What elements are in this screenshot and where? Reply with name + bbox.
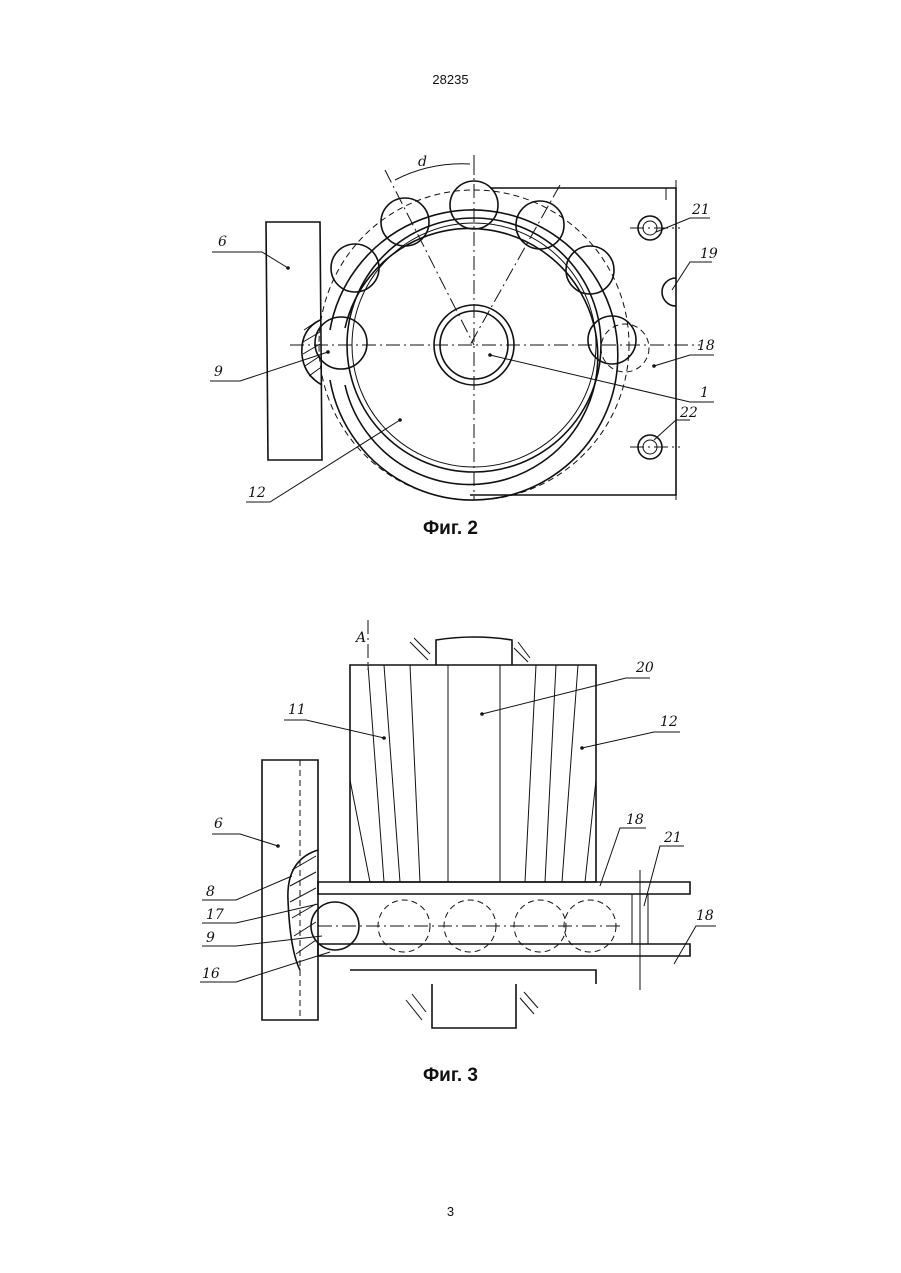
leader-21 bbox=[656, 218, 710, 232]
leader-6 bbox=[212, 252, 288, 268]
bearing-hatch-bottom bbox=[406, 992, 538, 1020]
figure-2-drawing: 6 9 12 1 18 19 21 22 d bbox=[0, 0, 901, 520]
label-19: 19 bbox=[700, 246, 718, 262]
plate-18-top bbox=[318, 882, 690, 894]
label-12: 12 bbox=[660, 714, 678, 730]
figure-2-caption: Фиг. 2 bbox=[0, 518, 901, 540]
ball-9 bbox=[315, 317, 367, 369]
leader-18-right bbox=[674, 926, 716, 964]
bolt-21 bbox=[632, 870, 648, 990]
rack-6 bbox=[266, 222, 322, 460]
label-6: 6 bbox=[218, 234, 227, 250]
angle-line-2 bbox=[470, 185, 560, 345]
label-6: 6 bbox=[214, 816, 223, 832]
figure-3-drawing: A 11 20 12 6 8 17 9 16 18 21 18 bbox=[0, 600, 901, 1050]
label-20: 20 bbox=[635, 660, 654, 676]
leader-21 bbox=[644, 846, 684, 906]
shaft-top bbox=[436, 637, 512, 665]
label-1: 1 bbox=[700, 385, 709, 401]
plate-18-bottom bbox=[318, 944, 690, 956]
label-18-top: 18 bbox=[626, 812, 644, 828]
leader-19 bbox=[672, 262, 712, 290]
label-11: 11 bbox=[288, 702, 306, 718]
figure-3-caption: Фиг. 3 bbox=[0, 1065, 901, 1087]
label-18-right: 18 bbox=[696, 908, 714, 924]
leader-22 bbox=[654, 420, 690, 440]
label-9: 9 bbox=[214, 364, 223, 380]
ball bbox=[331, 244, 379, 292]
leader-18-top bbox=[600, 828, 646, 886]
page-number: 3 bbox=[0, 1204, 901, 1219]
leader-11 bbox=[284, 720, 384, 738]
leader-8 bbox=[202, 876, 292, 900]
ball bbox=[588, 316, 636, 364]
rack-6 bbox=[262, 760, 318, 1020]
leader-20 bbox=[482, 678, 650, 714]
leader-18 bbox=[654, 355, 714, 366]
lower-flange bbox=[350, 970, 596, 984]
label-angle-d: d bbox=[418, 154, 427, 170]
shaft-bottom bbox=[432, 984, 516, 1028]
ball-dashed bbox=[601, 324, 649, 372]
label-17: 17 bbox=[206, 907, 224, 923]
label-12: 12 bbox=[248, 485, 266, 501]
label-18: 18 bbox=[697, 338, 715, 354]
notch-19 bbox=[662, 278, 676, 306]
label-21: 21 bbox=[663, 830, 682, 846]
label-8: 8 bbox=[206, 884, 215, 900]
label-A: A bbox=[354, 630, 366, 646]
leader-12 bbox=[246, 420, 400, 502]
cone-edges bbox=[350, 780, 596, 882]
label-22: 22 bbox=[679, 405, 698, 421]
label-9: 9 bbox=[206, 930, 215, 946]
leader-6 bbox=[212, 834, 278, 846]
ring-inner-edge bbox=[345, 229, 598, 485]
label-16: 16 bbox=[202, 966, 220, 982]
angle-arc bbox=[395, 164, 470, 180]
plate-18 bbox=[470, 188, 676, 495]
label-21: 21 bbox=[691, 202, 710, 218]
